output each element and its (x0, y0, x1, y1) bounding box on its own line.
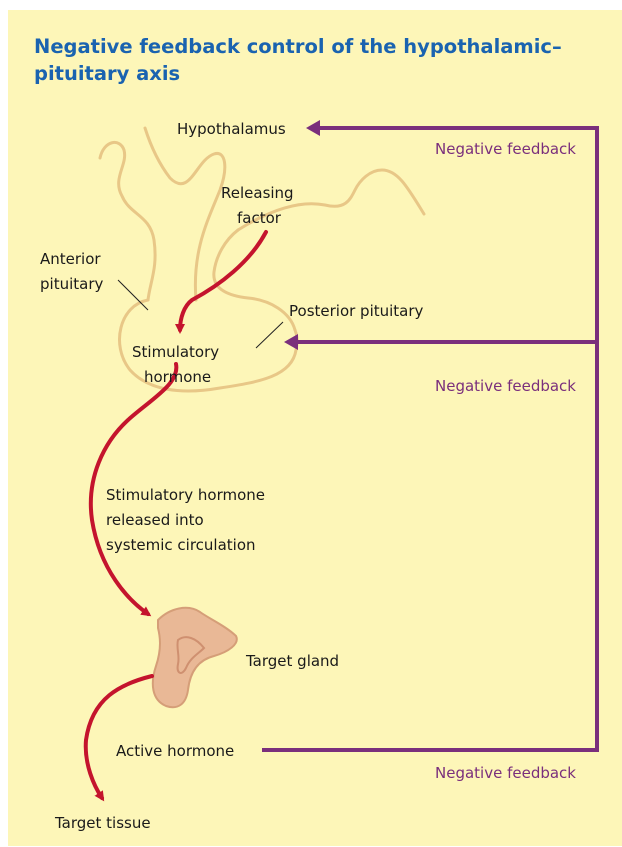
releasing-factor-label-2: factor (237, 209, 282, 227)
anterior-pituitary-label-1: Anterior (40, 250, 101, 268)
target-gland-label: Target gland (245, 652, 339, 670)
feedback-middle-arrowhead (284, 334, 298, 350)
circulation-label-3: systemic circulation (106, 536, 256, 554)
active-hormone-arrow (86, 676, 152, 798)
stimulatory-hormone-label-2: hormone (144, 368, 211, 386)
anterior-pituitary-label-2: pituitary (40, 275, 103, 293)
feedback-bottom-label: Negative feedback (435, 764, 576, 782)
hypothalamus-curl-left (100, 142, 155, 300)
posterior-pituitary-label: Posterior pituitary (289, 302, 424, 320)
target-tissue-label: Target tissue (54, 814, 151, 832)
active-hormone-label: Active hormone (116, 742, 234, 760)
feedback-middle-label: Negative feedback (435, 377, 576, 395)
circulation-label-2: released into (106, 511, 204, 529)
circulation-label-1: Stimulatory hormone (106, 486, 265, 504)
target-gland-shape (153, 608, 237, 707)
feedback-top-arrowhead (306, 120, 320, 136)
posterior-pituitary-leader (256, 322, 283, 348)
hypothalamus-label: Hypothalamus (177, 120, 286, 138)
feedback-top-label: Negative feedback (435, 140, 576, 158)
releasing-factor-label-1: Releasing (221, 184, 294, 202)
stimulatory-hormone-label-1: Stimulatory (132, 343, 219, 361)
